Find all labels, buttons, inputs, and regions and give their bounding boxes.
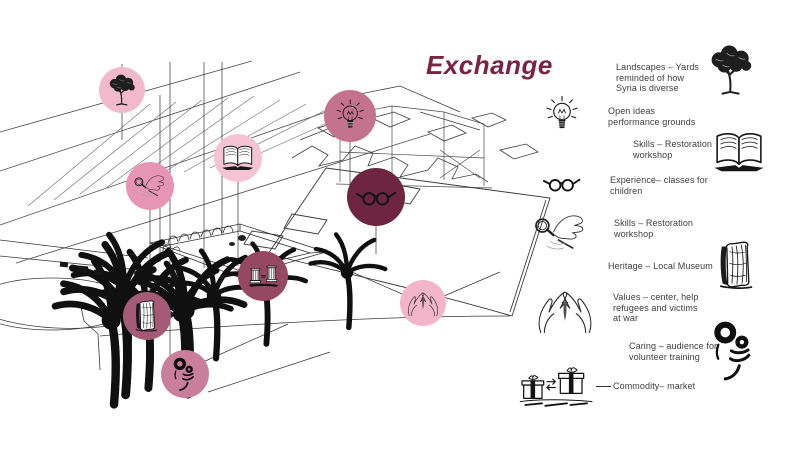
tree-icon xyxy=(105,73,139,107)
museum-columns-badge xyxy=(238,251,288,301)
tree-icon xyxy=(704,42,758,98)
glasses-icon xyxy=(355,176,398,219)
gifts-icon xyxy=(514,360,600,410)
lightbulb-icon xyxy=(540,88,584,142)
city-fabric xyxy=(291,85,539,183)
legend-label-landscapes: Landscapes – Yards reminded of how Syria… xyxy=(616,62,700,93)
cupped-hands-icon xyxy=(528,280,602,340)
legend-label-skills-1: Skills – Restoration workshop xyxy=(633,139,713,160)
magnifier-hand-icon xyxy=(526,208,594,256)
plaza-deck xyxy=(243,167,551,317)
connector-line xyxy=(596,386,611,387)
legend-label-open-ideas: Open ideas performance grounds xyxy=(608,106,696,127)
sculpture-icon xyxy=(129,298,165,334)
page-title: Exchange xyxy=(426,50,553,80)
legend-label-skills-2: Skills – Restoration workshop xyxy=(614,218,694,239)
face-icon xyxy=(167,356,203,392)
cupped-hands-badge xyxy=(400,280,446,326)
open-book-icon xyxy=(710,124,768,180)
columns-icon xyxy=(245,258,282,295)
face-icon xyxy=(706,316,762,384)
open-book-badge xyxy=(214,134,262,182)
legend-label-experience: Experience– classes for children xyxy=(610,175,708,196)
palm-trees xyxy=(55,234,385,404)
magnifier-hand-badge xyxy=(126,162,174,210)
glasses-badge xyxy=(347,168,405,226)
legend-label-caring: Caring – audience for volunteer training xyxy=(629,341,718,362)
legend-label-values: Values – center, help refugees and victi… xyxy=(613,292,699,323)
glasses-icon xyxy=(534,164,590,204)
legend-label-commodity: Commodity– market xyxy=(613,381,696,391)
lightbulb-icon xyxy=(331,97,369,135)
badge-layer xyxy=(99,67,446,398)
sculpture-icon xyxy=(710,234,764,296)
magnifier-hand-icon xyxy=(132,168,168,204)
open-book-icon xyxy=(220,140,256,176)
face-badge xyxy=(161,350,209,398)
lightbulb-badge xyxy=(324,90,376,142)
sculpture-badge xyxy=(123,292,171,340)
tree-badge xyxy=(99,67,145,113)
legend-label-heritage: Heritage – Local Museum xyxy=(608,261,713,271)
cupped-hands-icon xyxy=(406,286,440,320)
